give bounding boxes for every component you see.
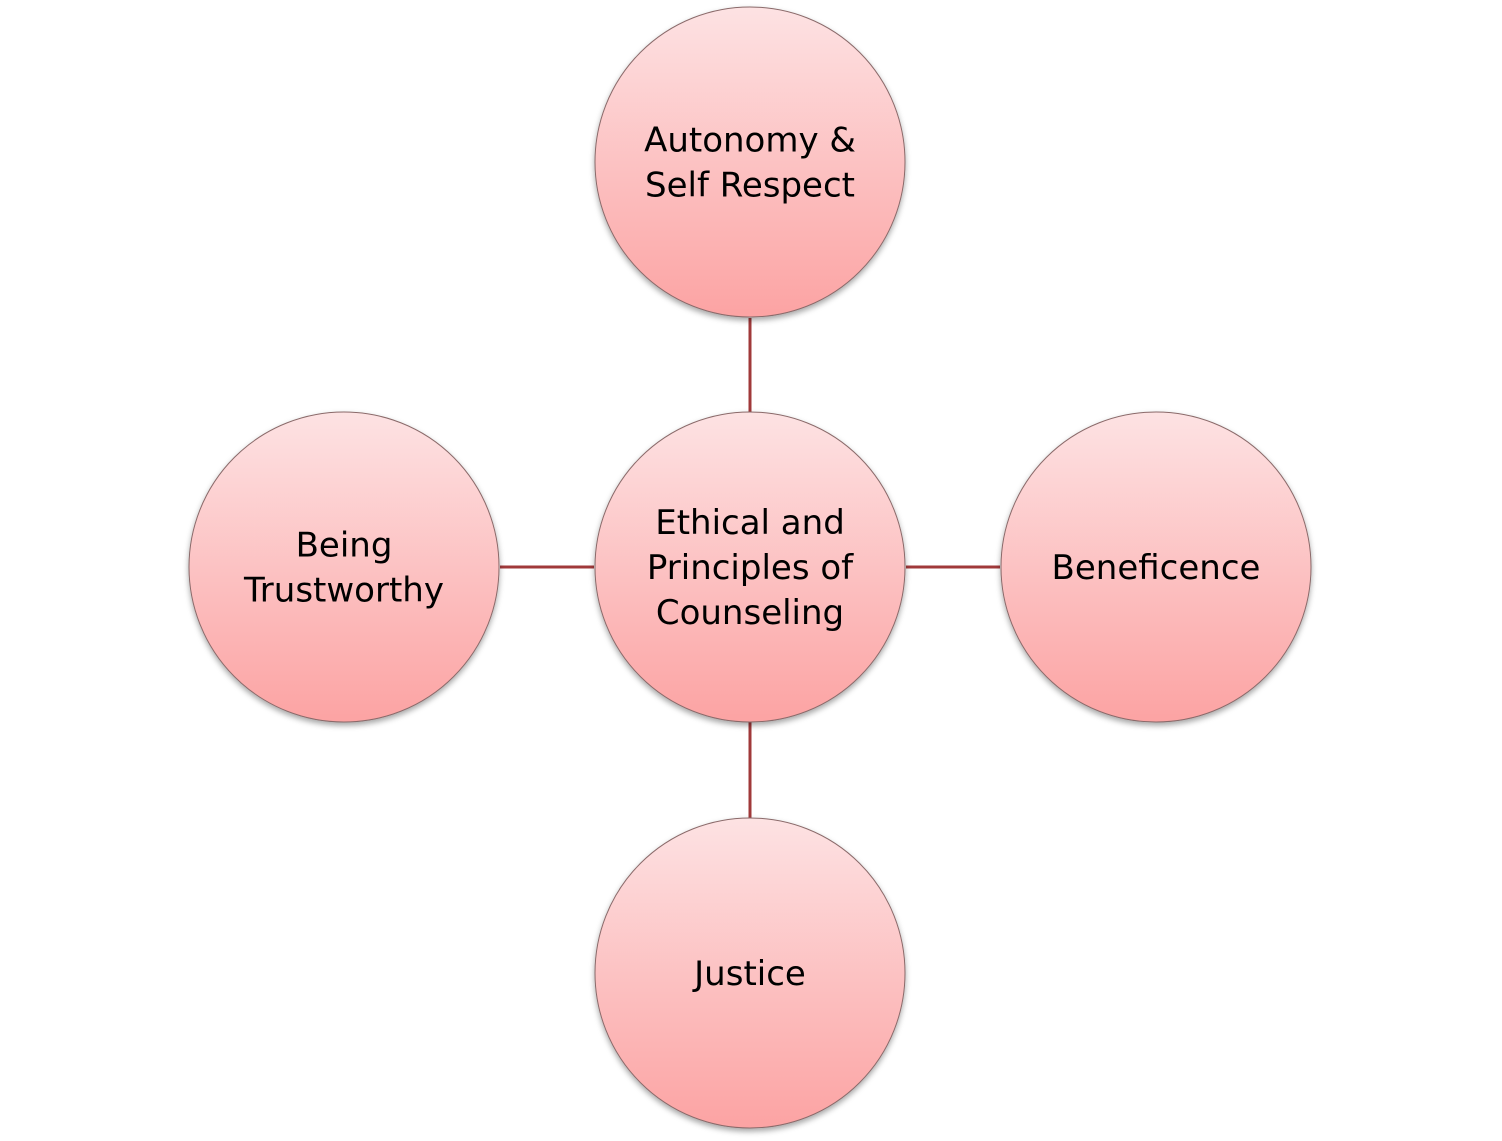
node-bottom-label-line: Justice (692, 954, 806, 994)
node-center-label-line: Principles of (647, 548, 854, 588)
node-left-circle (188, 411, 500, 723)
node-right-label-line: Beneficence (1052, 548, 1261, 588)
node-left-label-line: Being (296, 526, 393, 566)
node-center-label-line: Ethical and (655, 503, 845, 543)
node-top-label-line: Autonomy & (644, 121, 856, 161)
node-right-circle (1000, 411, 1312, 723)
node-top: Autonomy & Self Respect (594, 6, 906, 318)
node-top-circle (594, 6, 906, 318)
node-bottom-circle (594, 817, 906, 1129)
node-bottom: Justice (594, 817, 906, 1129)
node-center-circle (594, 411, 906, 723)
node-center-label-line: Counseling (656, 593, 844, 633)
connectors (500, 318, 1000, 818)
node-left-label-line: Trustworthy (243, 571, 444, 611)
node-right: Beneficence (1000, 411, 1312, 723)
node-top-label-line: Self Respect (645, 166, 855, 206)
